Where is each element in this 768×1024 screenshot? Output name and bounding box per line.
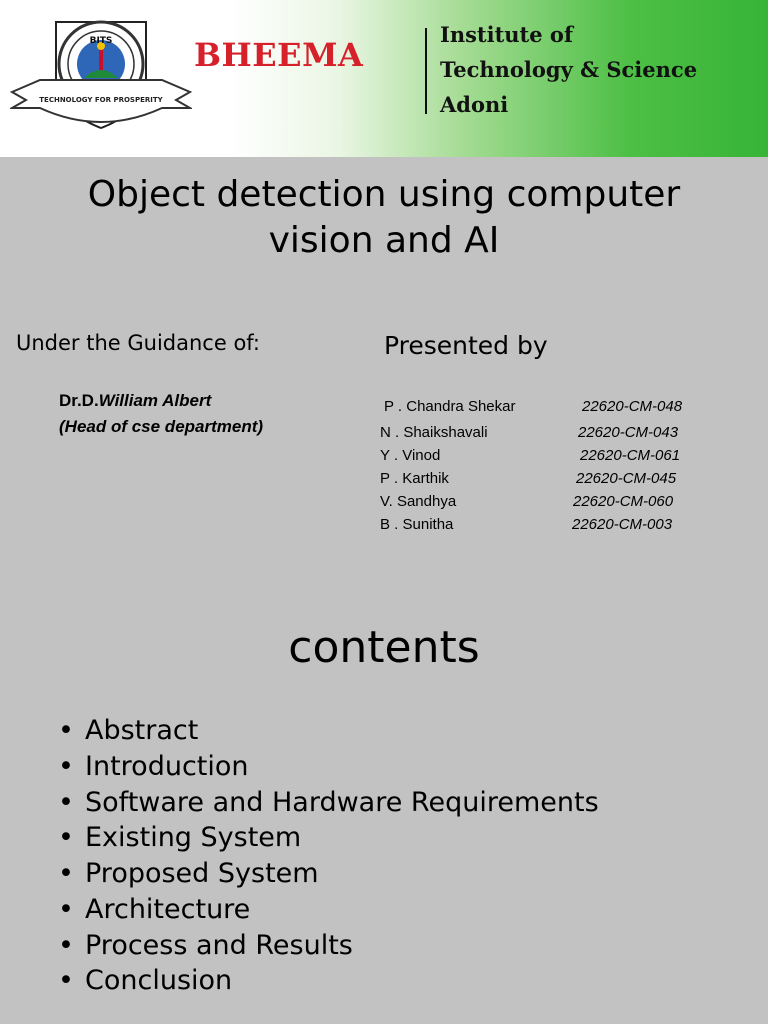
member-name-5: V. Sandhya: [380, 493, 457, 510]
header-divider: [425, 28, 427, 114]
member-roll-6: 22620-CM-003: [572, 516, 673, 533]
institute-line-3: Adoni: [440, 92, 509, 117]
logo-text: BITS: [90, 36, 113, 46]
contents-item: • Introduction: [58, 751, 249, 782]
guide-name-prefix: Dr.D.: [59, 391, 99, 410]
header-banner: BITS TECHNOLOGY FOR PROSPERITY BHEEMA In…: [0, 0, 768, 157]
member-name-1: P . Chandra Shekar: [384, 398, 516, 415]
guidance-label: Under the Guidance of:: [16, 331, 261, 355]
contents-item: • Existing System: [58, 822, 301, 853]
contents-item-label: Existing System: [85, 822, 302, 853]
guide-details: Dr.D.William Albert (Head of cse departm…: [59, 388, 263, 440]
member-name-4: P . Karthik: [380, 470, 449, 487]
bullet-icon: •: [58, 751, 74, 782]
institute-line-2: Technology & Science: [440, 57, 698, 82]
contents-item-label: Process and Results: [85, 930, 353, 961]
college-logo: BITS TECHNOLOGY FOR PROSPERITY: [10, 20, 192, 130]
contents-item: • Conclusion: [58, 965, 232, 996]
bullet-icon: •: [58, 858, 74, 889]
member-name-2: N . Shaikshavali: [380, 424, 488, 441]
member-roll-4: 22620-CM-045: [576, 470, 677, 487]
member-roll-2: 22620-CM-043: [578, 424, 679, 441]
contents-item: • Software and Hardware Requirements: [58, 787, 599, 818]
contents-item: • Proposed System: [58, 858, 319, 889]
title-line-1: Object detection using computer: [87, 174, 681, 215]
contents-item-label: Proposed System: [85, 858, 319, 889]
contents-heading: contents: [288, 622, 480, 673]
bullet-icon: •: [58, 930, 74, 961]
bullet-icon: •: [58, 787, 74, 818]
title-line-2: vision and AI: [268, 220, 500, 261]
guide-role: (Head of cse department): [59, 417, 264, 436]
contents-item: • Abstract: [58, 715, 198, 746]
contents-item-label: Introduction: [85, 751, 249, 782]
presented-by-label: Presented by: [384, 331, 548, 360]
member-roll-1: 22620-CM-048: [582, 398, 683, 415]
contents-item: • Architecture: [58, 894, 250, 925]
contents-item-label: Abstract: [85, 715, 199, 746]
institute-line-1: Institute of: [440, 22, 573, 47]
contents-item-label: Architecture: [85, 894, 251, 925]
brand-name: BHEEMA: [194, 36, 364, 74]
member-roll-5: 22620-CM-060: [573, 493, 674, 510]
contents-item-label: Software and Hardware Requirements: [85, 787, 599, 818]
bullet-icon: •: [58, 965, 74, 996]
contents-item: • Process and Results: [58, 930, 353, 961]
bullet-icon: •: [58, 822, 74, 853]
member-name-6: B . Sunitha: [380, 516, 454, 533]
member-roll-3: 22620-CM-061: [580, 447, 681, 464]
logo-motto: TECHNOLOGY FOR PROSPERITY: [39, 96, 163, 104]
bullet-icon: •: [58, 894, 74, 925]
bullet-icon: •: [58, 715, 74, 746]
member-name-3: Y . Vinod: [380, 447, 441, 464]
contents-item-label: Conclusion: [85, 965, 233, 996]
presentation-title: Object detection using computer vision a…: [0, 172, 768, 264]
guide-name: William Albert: [98, 391, 212, 410]
